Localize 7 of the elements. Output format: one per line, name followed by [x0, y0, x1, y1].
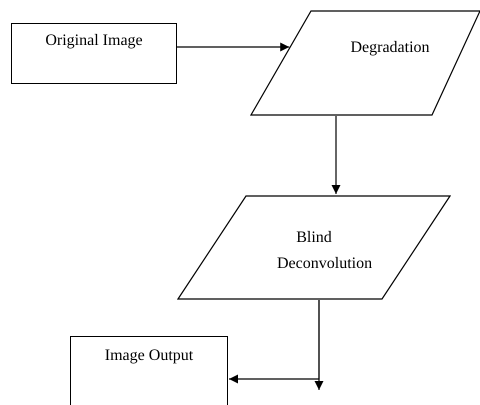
- node-label: Original Image: [45, 32, 143, 49]
- arrow: [332, 116, 340, 194]
- arrow: [229, 300, 320, 384]
- node-label: Image Output: [104, 347, 194, 364]
- node-label: Degradation: [350, 39, 430, 56]
- node-label: Blind Deconvolution: [277, 229, 372, 272]
- arrow: [177, 42, 290, 52]
